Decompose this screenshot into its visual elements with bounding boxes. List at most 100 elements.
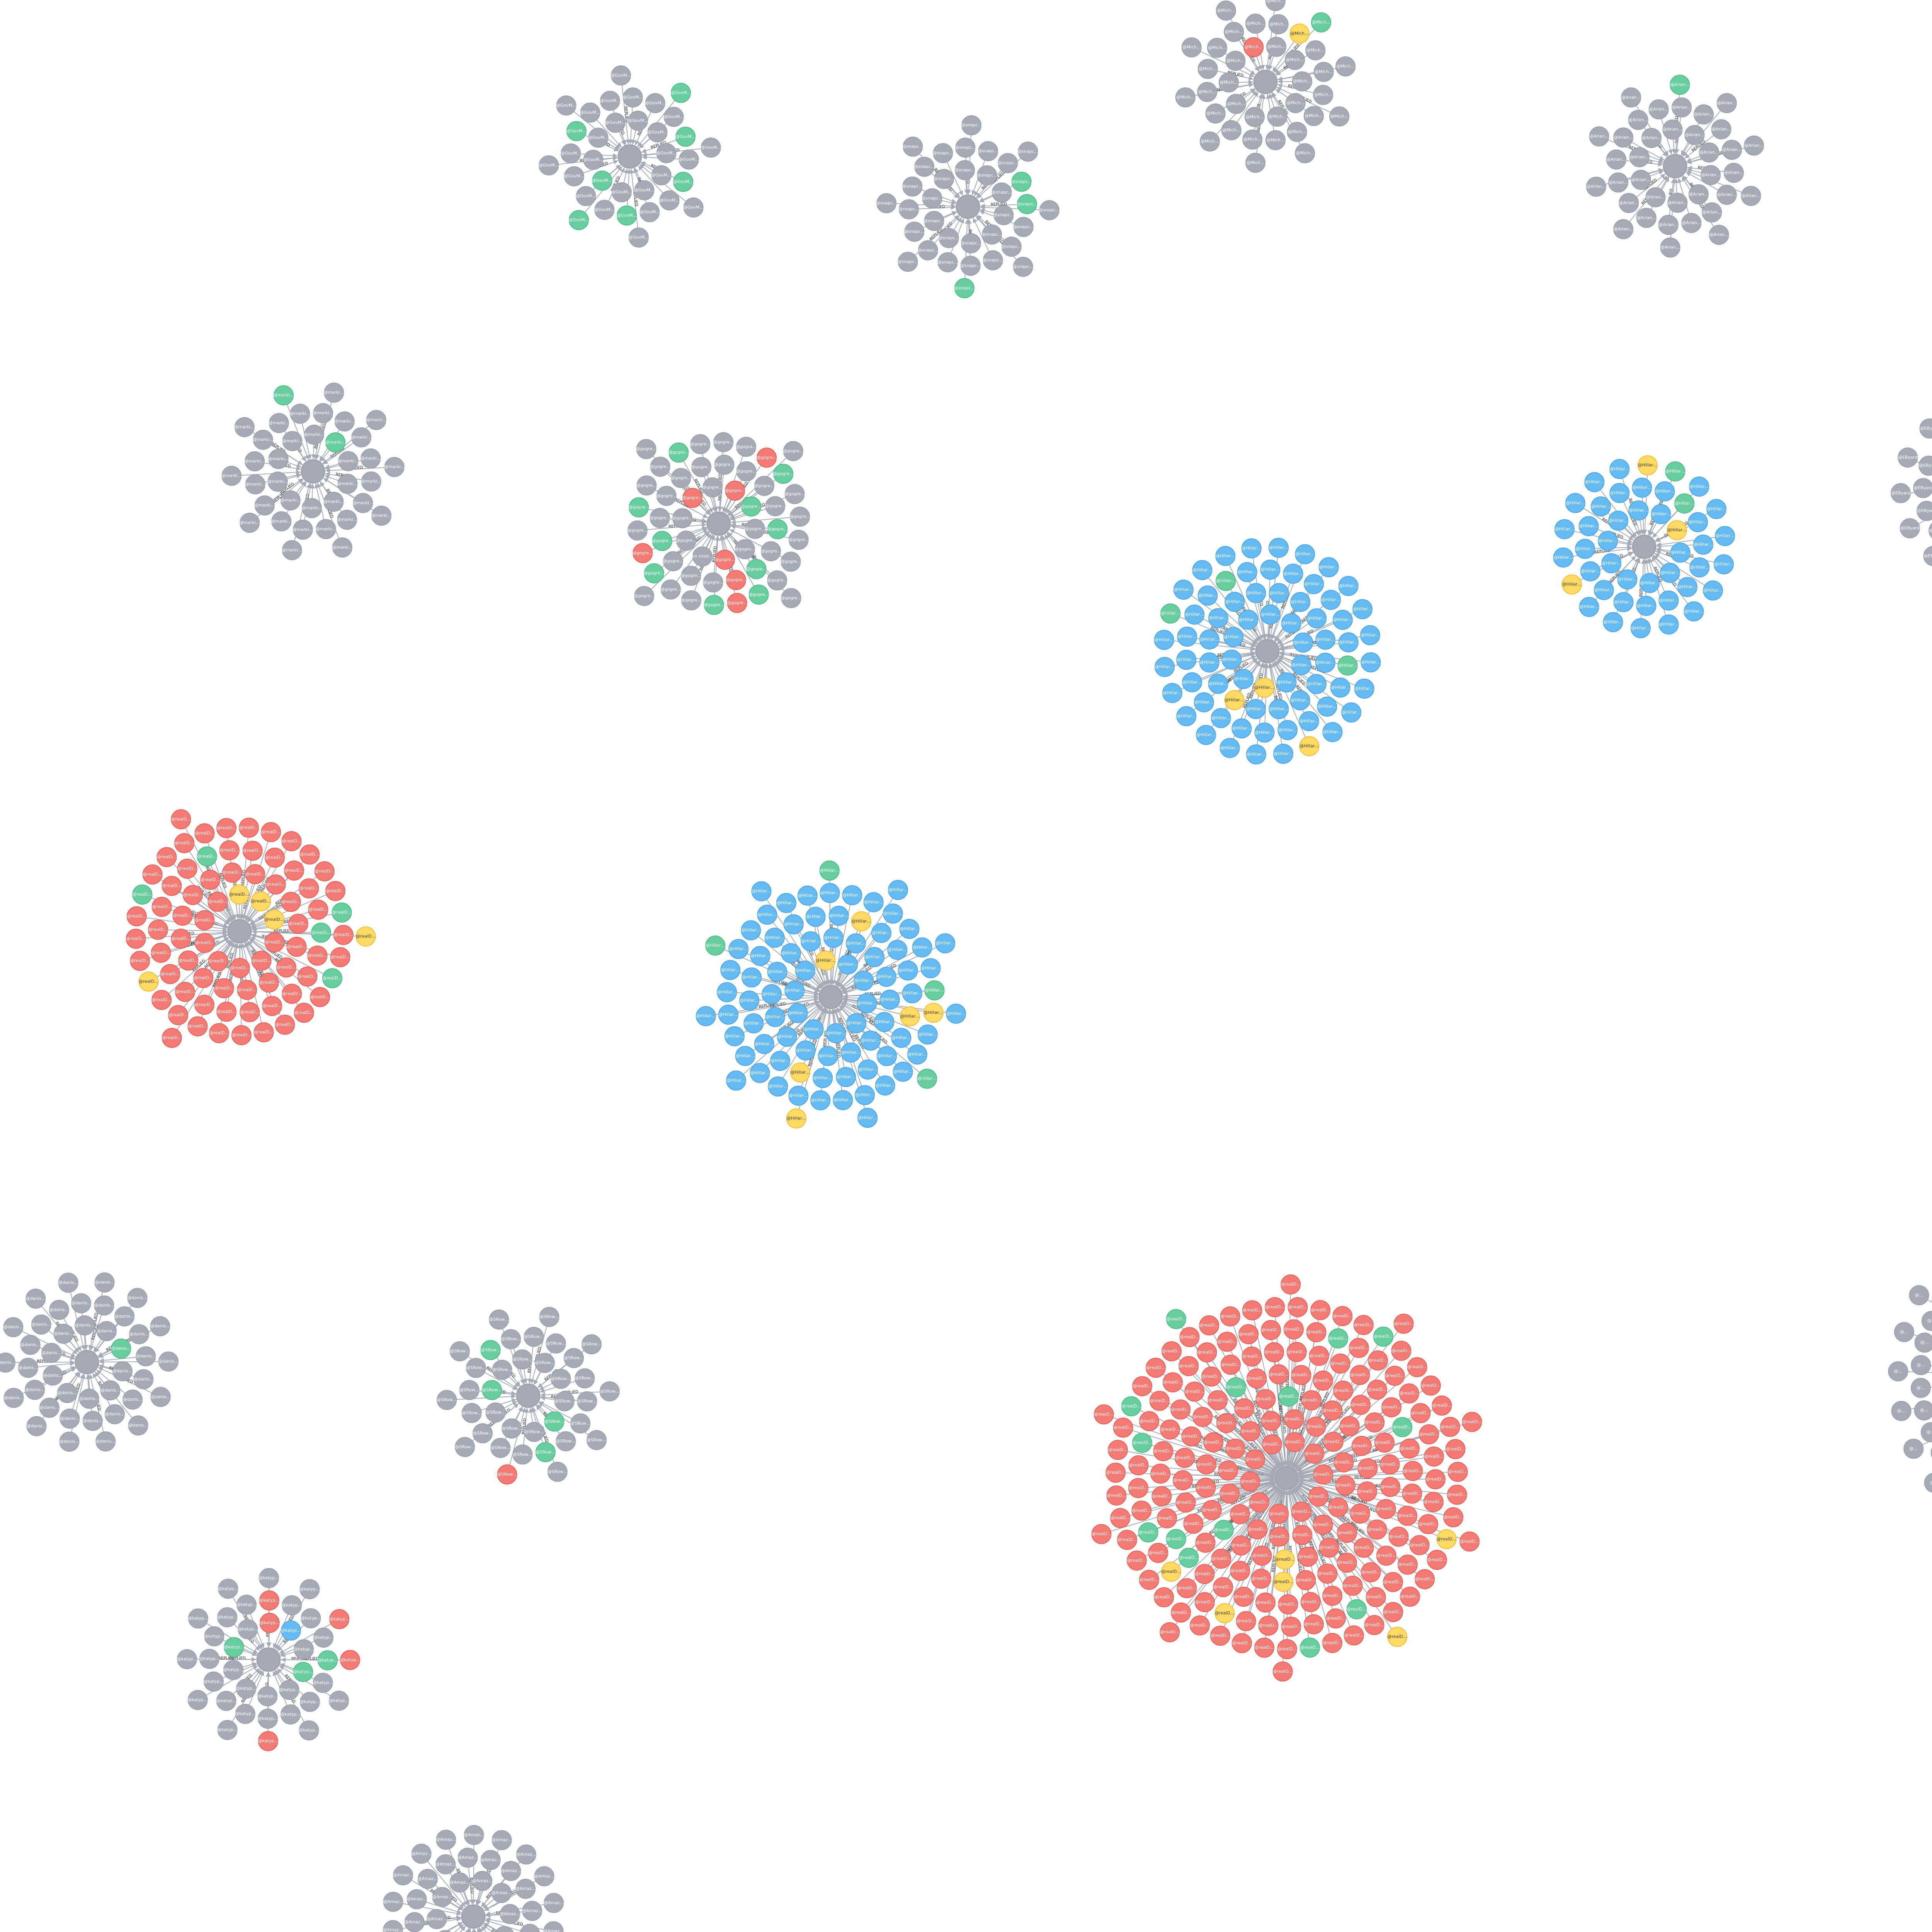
user-node[interactable]: @Hillar… (1208, 608, 1228, 628)
user-node[interactable]: @realD… (355, 926, 376, 947)
user-node[interactable]: @Hillar… (1231, 718, 1252, 739)
user-node[interactable]: @danis… (57, 1383, 77, 1403)
user-node[interactable]: @realD… (1269, 1503, 1289, 1524)
user-node[interactable]: @marki… (324, 383, 344, 403)
user-node[interactable]: @realD… (142, 864, 163, 885)
user-node[interactable]: @Hillar… (770, 1051, 791, 1071)
user-node[interactable]: @Arian… (1658, 215, 1679, 235)
user-node[interactable]: @Hillar… (720, 960, 741, 980)
user-node[interactable]: @realD… (284, 861, 304, 881)
user-node[interactable]: @GovM… (539, 155, 559, 176)
user-node[interactable]: @snapc… (1017, 194, 1037, 214)
user-node[interactable]: @realD… (1420, 1375, 1441, 1396)
user-node[interactable]: @danis… (43, 1365, 63, 1386)
user-node[interactable]: @Mich… (1292, 71, 1312, 92)
user-node[interactable]: @realD… (259, 972, 279, 993)
user-node[interactable]: @Hillar… (1215, 546, 1236, 566)
user-node[interactable]: @marki… (304, 425, 325, 445)
user-node[interactable]: @snapc… (1012, 257, 1034, 277)
user-node[interactable]: @realD… (1402, 1483, 1422, 1504)
user-node[interactable]: @gogre… (714, 549, 735, 570)
user-node[interactable]: @realD… (1278, 1594, 1298, 1614)
replied-edge[interactable] (523, 1369, 528, 1384)
user-node[interactable]: @realD… (1196, 1477, 1216, 1498)
user-node[interactable]: @realD… (1364, 1412, 1385, 1433)
user-node[interactable]: @Mich… (1207, 37, 1228, 58)
user-node[interactable]: @realD… (151, 990, 172, 1010)
node-circle[interactable] (903, 136, 923, 157)
user-node[interactable]: @realD… (253, 1022, 274, 1043)
user-node[interactable]: @Arian… (1694, 104, 1714, 125)
replied-edge[interactable] (941, 200, 956, 205)
user-node[interactable]: @Hillar… (1674, 493, 1695, 514)
user-node[interactable]: @Mich… (1313, 85, 1333, 105)
user-node[interactable]: @gogre… (781, 588, 802, 608)
user-node[interactable]: @Hillar… (1561, 574, 1582, 595)
user-node[interactable]: @Arian… (1631, 170, 1651, 190)
user-node[interactable]: @SRow… (455, 1437, 475, 1457)
user-node[interactable]: @realD… (1146, 1357, 1166, 1378)
user-node[interactable]: @danis… (112, 1361, 133, 1381)
user-node[interactable]: @SRow… (492, 1360, 512, 1380)
user-node[interactable]: @realD… (1261, 1320, 1281, 1340)
user-node[interactable]: @Hillar… (1318, 557, 1339, 577)
user-node[interactable]: @Hillar… (1693, 534, 1713, 555)
user-node[interactable]: @Arian… (1629, 147, 1650, 167)
user-node[interactable]: @danis… (97, 1321, 117, 1341)
user-node[interactable]: @Arian… (1667, 192, 1688, 213)
user-node[interactable]: @realD… (1342, 1575, 1363, 1596)
user-node[interactable]: @Hillar… (797, 885, 818, 906)
user-node[interactable]: @Hillar… (815, 950, 836, 971)
user-node[interactable]: @realD… (1284, 1319, 1304, 1340)
user-node[interactable]: @Hillar… (1199, 652, 1219, 673)
user-node[interactable]: @Hillar… (907, 1044, 927, 1065)
user-node[interactable]: @danis… (129, 1324, 149, 1344)
user-node[interactable]: @Hillar… (803, 1019, 824, 1039)
user-node[interactable]: @marki… (316, 519, 336, 539)
user-node[interactable]: @realD… (1272, 1661, 1293, 1682)
user-node[interactable]: @Mich… (1226, 94, 1246, 114)
user-node[interactable]: @gogre… (735, 539, 755, 560)
user-node[interactable]: @realD… (1211, 1548, 1231, 1569)
user-node[interactable]: @gogre… (682, 488, 703, 508)
user-node[interactable]: @realD… (1216, 1413, 1236, 1434)
user-node[interactable]: @Hillar… (1177, 626, 1197, 647)
user-node[interactable]: @Hillar… (1260, 560, 1281, 580)
user-node[interactable]: @Hillar… (883, 903, 903, 924)
user-node[interactable]: @realD… (333, 925, 354, 945)
user-node[interactable]: @marki… (268, 449, 289, 469)
user-node[interactable]: @gogre… (788, 530, 809, 550)
user-node[interactable]: @Hillar… (1304, 574, 1324, 594)
user-node[interactable]: @realD… (1349, 1338, 1369, 1358)
user-node[interactable]: @gogre… (756, 447, 777, 468)
user-node[interactable]: @snapc… (955, 138, 976, 158)
user-node[interactable]: @realD… (162, 1028, 182, 1048)
user-node[interactable]: @Mich… (1205, 103, 1226, 124)
user-node[interactable]: @Mich… (1245, 14, 1266, 34)
user-node[interactable]: @Hillar… (1580, 561, 1600, 582)
user-node[interactable]: @danis… (49, 1300, 69, 1320)
user-node[interactable]: @realD… (1335, 1475, 1355, 1496)
node-circle[interactable] (576, 186, 596, 206)
user-node[interactable]: @realD… (1368, 1350, 1388, 1371)
user-node[interactable]: @realD… (1175, 1492, 1196, 1513)
user-node[interactable]: @danis… (20, 1335, 41, 1355)
user-node[interactable]: @snapc… (991, 182, 1012, 203)
user-node[interactable]: @realD… (1403, 1461, 1423, 1481)
user-node[interactable]: @katyp… (318, 1650, 338, 1670)
replied-edge[interactable] (1236, 92, 1259, 123)
user-node[interactable]: @Hillar… (1182, 672, 1202, 692)
user-node[interactable]: @realD… (1286, 1342, 1307, 1362)
user-node[interactable]: @realD… (1407, 1357, 1427, 1378)
user-node[interactable]: @realD… (1149, 1391, 1170, 1411)
user-node[interactable]: @SRow… (485, 1402, 506, 1423)
user-node[interactable]: @realD… (1379, 1454, 1400, 1475)
user-node[interactable]: @snapc… (1013, 217, 1034, 237)
user-node[interactable]: @realD… (1328, 1328, 1349, 1349)
hub-node[interactable] (75, 1350, 99, 1374)
user-node[interactable]: @Mich… (1265, 0, 1286, 11)
user-node[interactable]: @GovM… (673, 172, 694, 192)
user-node[interactable]: @gogre… (789, 507, 810, 527)
user-node[interactable]: @realD… (160, 964, 180, 984)
user-node[interactable]: @realD… (174, 833, 195, 854)
